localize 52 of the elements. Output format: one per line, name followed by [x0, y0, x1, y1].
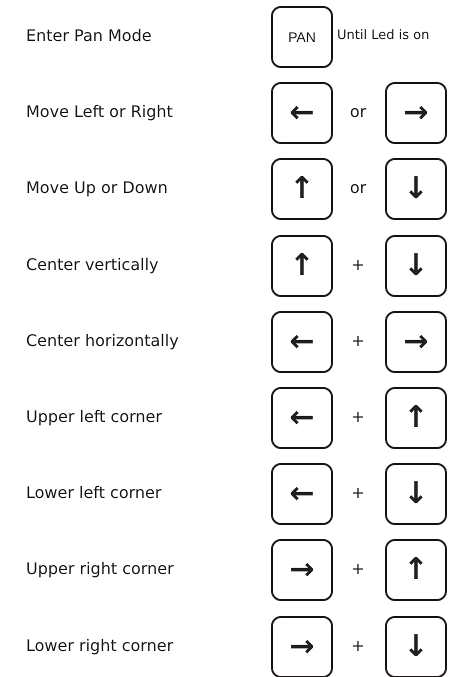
arrow-symbol: ↑: [403, 403, 429, 433]
arrow-symbol: ↑: [403, 555, 429, 586]
key-label: PAN: [288, 30, 316, 44]
instruction-text: Center vertically: [26, 254, 159, 275]
keyboard-key: [385, 310, 447, 373]
keyboard-key: [271, 82, 333, 144]
arrow-symbol: ←: [289, 98, 315, 128]
separator-text: +: [350, 407, 366, 427]
separator-text: +: [350, 559, 366, 580]
instruction-text: Upper left corner: [26, 407, 162, 427]
keyboard-key: [385, 387, 447, 449]
instruction-text: Enter Pan Mode: [26, 26, 152, 46]
keyboard-key: [271, 234, 333, 297]
keyboard-key: [271, 158, 333, 220]
keyboard-key: [271, 310, 333, 373]
arrow-symbol: ↓: [403, 250, 429, 281]
separator-text: or: [348, 102, 368, 122]
separator-text: +: [350, 483, 366, 504]
separator-text: or: [348, 178, 368, 198]
arrow-symbol: ←: [289, 326, 315, 357]
arrow-symbol: →: [403, 98, 429, 128]
keyboard-key: [271, 539, 333, 602]
instruction-text: Lower left corner: [26, 483, 162, 504]
arrow-symbol: ↓: [403, 632, 429, 662]
instruction-text: Move Left or Right: [26, 102, 173, 122]
arrow-symbol: ↑: [289, 174, 315, 204]
arrow-symbol: →: [289, 632, 315, 662]
arrow-symbol: ↓: [403, 479, 429, 510]
keyboard-key: [385, 539, 447, 602]
keyboard-key: [385, 463, 447, 526]
instruction-text: Move Up or Down: [26, 178, 168, 198]
separator-text: +: [350, 636, 366, 656]
instruction-text: Upper right corner: [26, 559, 174, 580]
arrow-symbol: ↑: [289, 250, 315, 281]
keyboard-key: [385, 158, 447, 220]
keyboard-key: [271, 387, 333, 449]
arrow-symbol: ←: [289, 403, 315, 433]
note-text: Until Led is on: [337, 28, 430, 44]
arrow-symbol: ↓: [403, 174, 429, 204]
keyboard-key: [271, 6, 333, 68]
keyboard-key: [385, 234, 447, 297]
keyboard-key: [271, 463, 333, 526]
arrow-symbol: →: [289, 555, 315, 586]
instruction-text: Lower right corner: [26, 636, 174, 656]
arrow-symbol: ←: [289, 479, 315, 510]
arrow-symbol: →: [403, 326, 429, 357]
separator-text: +: [350, 254, 366, 275]
instruction-text: Center horizontally: [26, 330, 179, 351]
keyboard-key: [271, 616, 333, 677]
keyboard-key: [385, 82, 447, 144]
separator-text: +: [350, 330, 366, 351]
keyboard-key: [385, 616, 447, 677]
